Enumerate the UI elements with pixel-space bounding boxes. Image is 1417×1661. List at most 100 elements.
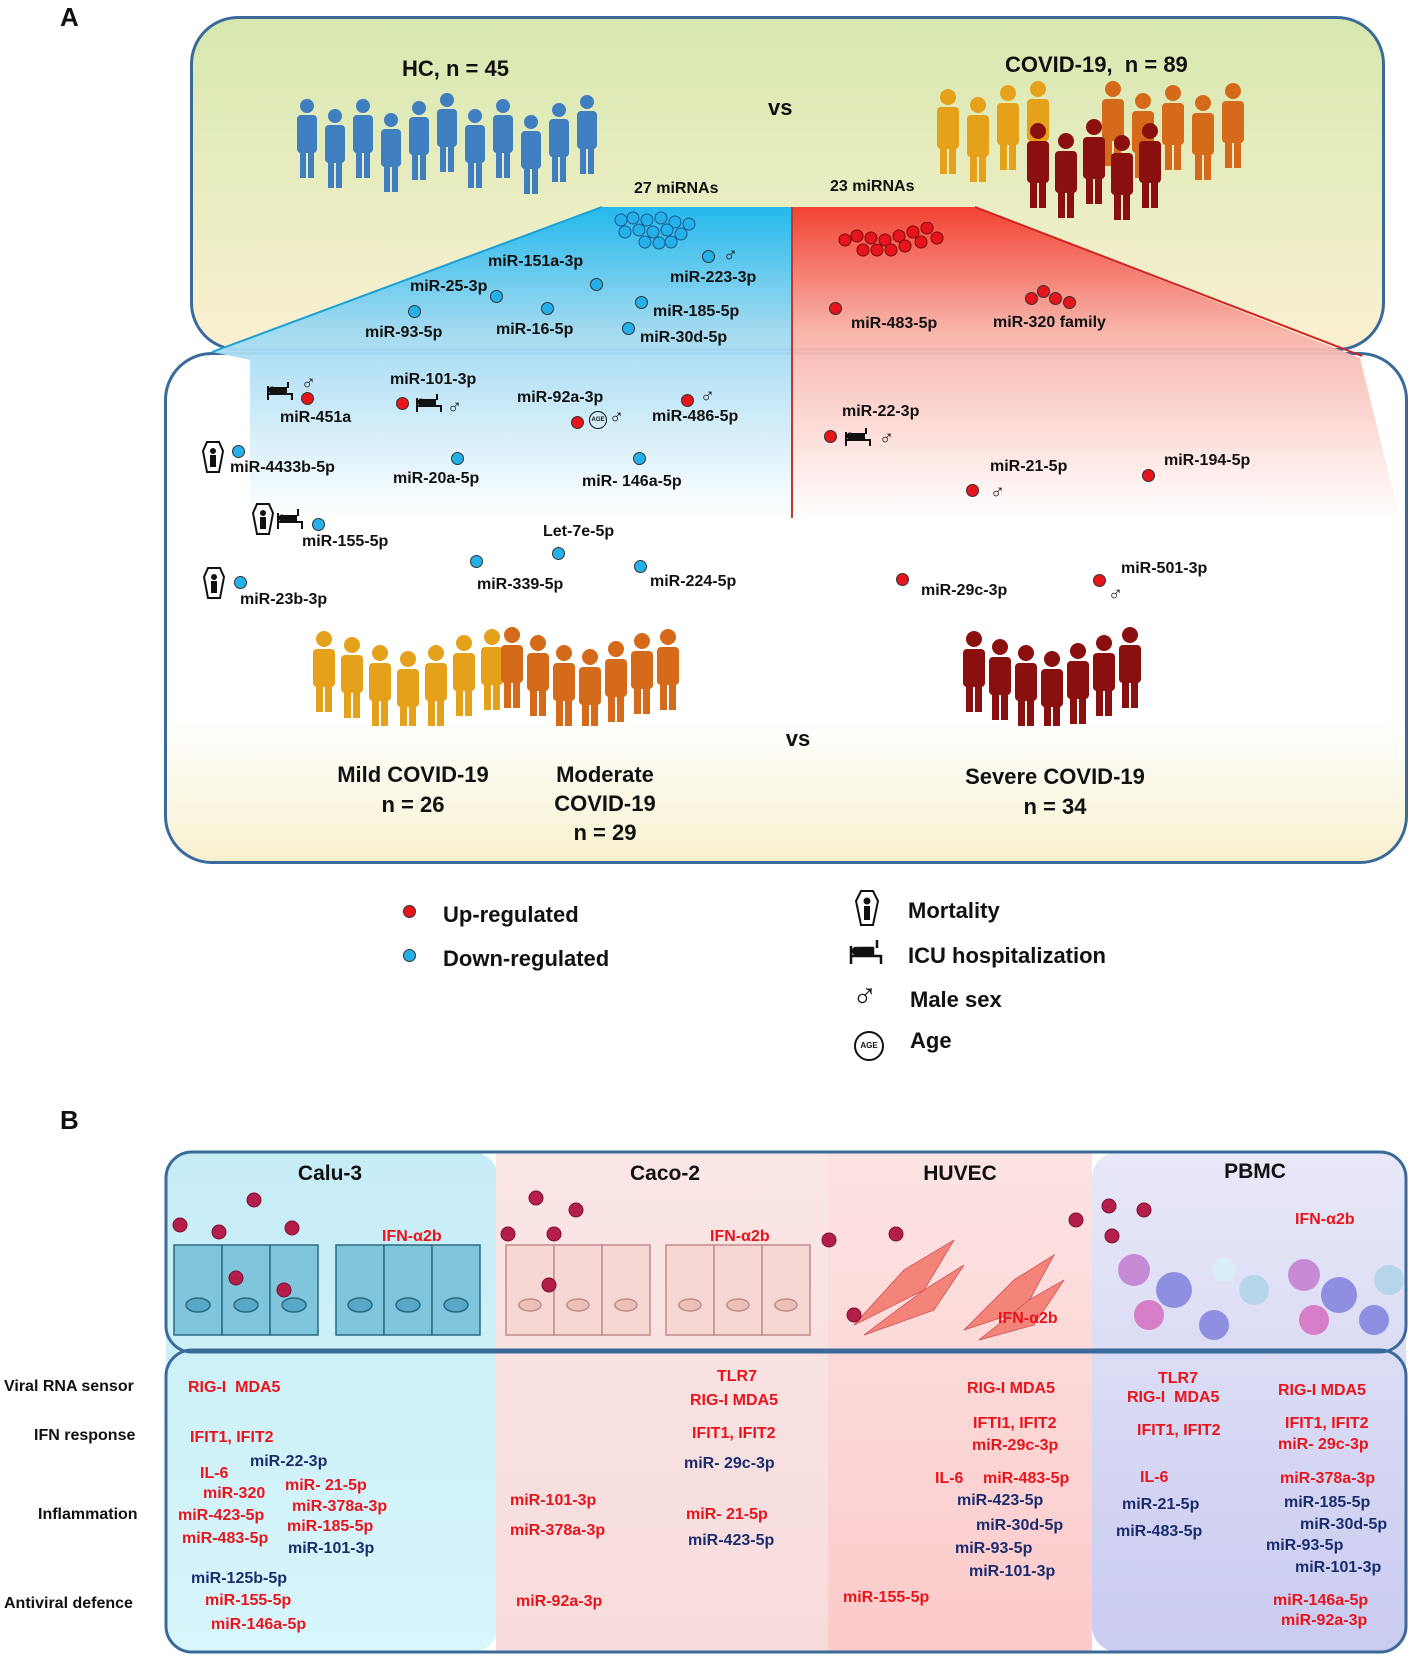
pbmc-sensor2: RIG-I MDA5 — [1278, 1382, 1366, 1399]
pbmc-mir483: miR-483-5p — [1116, 1523, 1203, 1540]
ifn-label-huvec: IFN-α2b — [998, 1310, 1058, 1327]
male-icon: ♂ — [990, 481, 1005, 503]
huvec-sensor: RIG-I MDA5 — [967, 1380, 1055, 1397]
icu-bed-icon — [277, 509, 303, 529]
calu3-il6: IL-6 — [200, 1465, 229, 1482]
mirna-dot-320d — [1063, 296, 1076, 309]
mirna-dot-20a — [451, 452, 464, 465]
mirna-label: miR-223-3p — [670, 269, 757, 286]
caco2-sensor: RIG-I MDA5 — [690, 1392, 778, 1409]
mirna-label: miR-29c-3p — [921, 582, 1008, 599]
mirna-dot-501 — [1093, 574, 1106, 587]
caco2-ifn: IFIT1, IFIT2 — [692, 1425, 776, 1442]
hc-people-group — [297, 93, 597, 194]
ifn-label-caco2: IFN-α2b — [710, 1228, 770, 1245]
caco2-tlr7: TLR7 — [717, 1368, 757, 1385]
huvec-mir29c: miR-29c-3p — [972, 1437, 1059, 1454]
mirna-dot-483 — [829, 302, 842, 315]
calu3-mir483: miR-483-5p — [182, 1530, 269, 1547]
calu3-mir22: miR-22-3p — [250, 1453, 328, 1470]
mirna-label: miR-151a-3p — [488, 253, 584, 270]
mirna-label: miR-339-5p — [477, 576, 564, 593]
mirna-dot-339 — [470, 555, 483, 568]
mirna-dot-151a — [590, 278, 603, 291]
pbmc-mir30d: miR-30d-5p — [1300, 1516, 1388, 1533]
row-label-ifn: IFN response — [34, 1427, 136, 1444]
huvec-mir101: miR-101-3p — [969, 1563, 1056, 1580]
mirna-label: miR-93-5p — [365, 324, 443, 341]
mirna-dot-486 — [681, 394, 694, 407]
mirna-label: miR-23b-3p — [240, 591, 328, 608]
caco2-mir92a: miR-92a-3p — [516, 1593, 603, 1610]
mirna-dot-30d — [622, 322, 635, 335]
mirna-dot-146a — [633, 452, 646, 465]
row-label-inflammation: Inflammation — [38, 1506, 138, 1523]
mirna-label: miR-194-5p — [1164, 452, 1251, 469]
cell-columns-background — [164, 1150, 1408, 1654]
mirna-dot-92a — [571, 416, 584, 429]
pbmc-mir185: miR-185-5p — [1284, 1494, 1371, 1511]
mirna-dot-22 — [824, 430, 837, 443]
mirna-dot-320a — [1025, 292, 1038, 305]
mortality-icon — [855, 890, 879, 926]
huvec-il6: IL-6 — [935, 1470, 964, 1487]
pbmc-mir29c: miR- 29c-3p — [1278, 1436, 1369, 1453]
down-mirna-cluster — [614, 211, 696, 250]
mirna-label: miR-92a-3p — [517, 389, 604, 406]
huvec-mir483: miR-483-5p — [983, 1470, 1070, 1487]
mirna-label: Let-7e-5p — [543, 523, 615, 540]
ifn-label-pbmc: IFN-α2b — [1295, 1211, 1355, 1228]
cell-header-caco2: Caco-2 — [629, 1162, 701, 1185]
caco2-mir423: miR-423-5p — [688, 1532, 775, 1549]
calu3-sensor: RIG-I MDA5 — [188, 1379, 281, 1396]
male-icon: ♂ — [700, 385, 715, 407]
male-icon: ♂ — [1108, 583, 1123, 605]
calu3-mir101: miR-101-3p — [288, 1540, 375, 1557]
pbmc-ifn2: IFIT1, IFIT2 — [1285, 1415, 1369, 1432]
pbmc-mir378: miR-378a-3p — [1280, 1470, 1376, 1487]
mirna-label: miR-22-3p — [842, 403, 920, 420]
mirna-label: miR-486-5p — [652, 408, 739, 425]
male-icon: ♂ — [723, 244, 738, 266]
pbmc-mir21: miR-21-5p — [1122, 1496, 1200, 1513]
panel-a-letter: A — [60, 2, 79, 32]
calu3-mir320: miR-320 — [203, 1485, 266, 1502]
calu3-mir378: miR-378a-3p — [292, 1498, 388, 1515]
severe-n: n = 34 — [1023, 794, 1087, 819]
mirna-dot-16 — [541, 302, 554, 315]
mild-label: Mild COVID-19 — [337, 762, 489, 787]
severe-label: Severe COVID-19 — [965, 764, 1145, 789]
mirna-dot-29c — [896, 573, 909, 586]
calu3-mir423: miR-423-5p — [178, 1507, 265, 1524]
pbmc-tlr7: TLR7 — [1158, 1370, 1198, 1387]
cell-header-calu3: Calu-3 — [297, 1162, 363, 1185]
huvec-mir30d: miR-30d-5p — [976, 1517, 1064, 1534]
male-icon: ♂ — [879, 427, 894, 449]
mirna-dot-93 — [408, 305, 421, 318]
legend-icu-label: ICU hospitalization — [908, 943, 1106, 968]
covid-label: COVID-19, n = 89 — [1005, 52, 1188, 77]
moderate-n: n = 29 — [573, 820, 637, 845]
pbmc-ifn1: IFIT1, IFIT2 — [1137, 1422, 1221, 1439]
mirna-dot-223 — [702, 250, 715, 263]
mirna-label: miR-30d-5p — [640, 329, 728, 346]
up-count-label: 23 miRNAs — [830, 178, 915, 195]
mortality-icon — [203, 567, 225, 599]
mirna-dot-224 — [634, 560, 647, 573]
calu3-mir185: miR-185-5p — [287, 1518, 374, 1535]
mirna-dot-320b — [1037, 285, 1050, 298]
age-icon: AGE — [589, 411, 607, 429]
mortality-icon — [252, 503, 274, 535]
cell-header-pbmc: PBMC — [1224, 1160, 1286, 1183]
pbmc-mir146a: miR-146a-5p — [1273, 1592, 1369, 1609]
caco2-mir101: miR-101-3p — [510, 1492, 597, 1509]
legend-down-dot — [403, 949, 416, 962]
pbmc-il6: IL-6 — [1140, 1469, 1169, 1486]
mirna-label: miR-224-5p — [650, 573, 737, 590]
mirna-label: miR- 146a-5p — [582, 473, 682, 490]
mortality-icon — [202, 441, 224, 473]
mirna-label: miR-25-3p — [410, 278, 488, 295]
icu-bed-icon — [416, 394, 442, 412]
male-icon: ♂ — [447, 396, 462, 418]
mirna-label: miR-320 family — [993, 314, 1106, 331]
